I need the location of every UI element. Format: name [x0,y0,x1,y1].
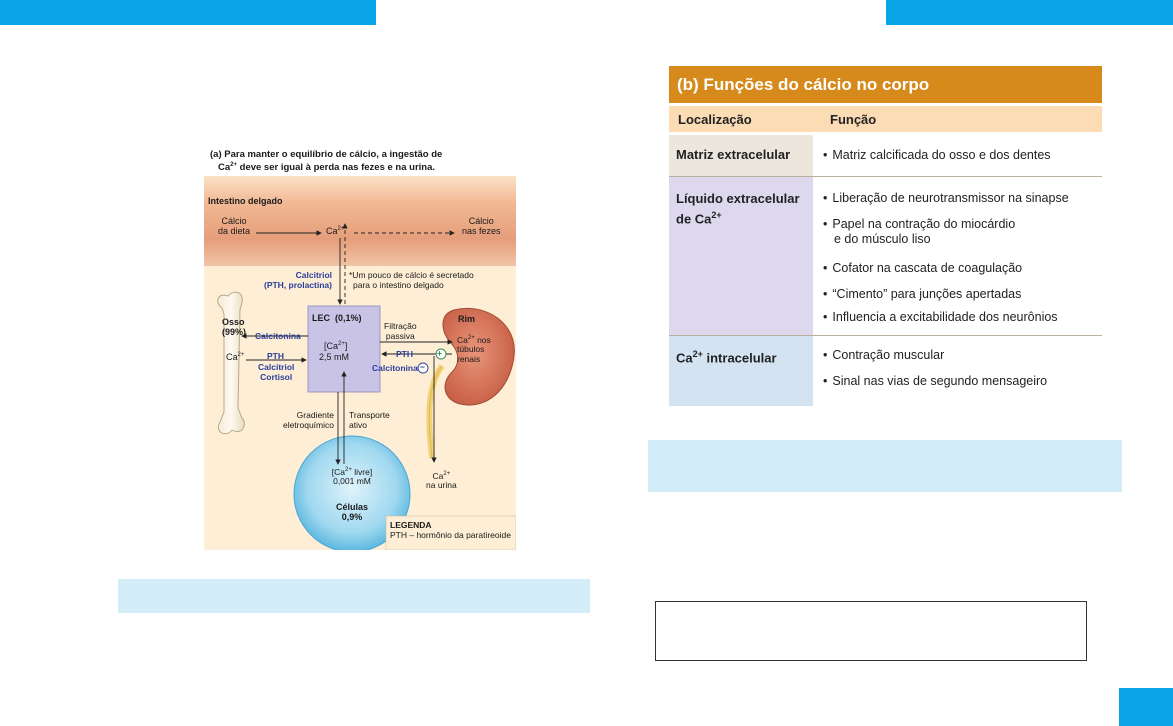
calcium-functions-table: (b) Funções do cálcio no corpo Localizaç… [669,66,1102,406]
kidney-label: Rim [458,314,475,324]
pth-kidney-label: PTH [396,350,413,360]
urine-ca-label: Ca2+na urina [426,470,457,491]
bone-shape [218,292,245,434]
lec-mm: 2,5 mM [319,352,349,362]
calcitriol-intestine-label: Calcitriol(PTH, prolactina) [256,271,332,290]
lec-concentration: [Ca2+] [324,339,347,351]
calcitonin-kidney-label: Calcitonina [372,364,418,374]
top-left-accent-bar [0,0,376,25]
calcium-balance-diagram: (a) Para manter o equilíbrio de cálcio, … [204,146,516,550]
table-title: (b) Funções do cálcio no corpo [677,75,929,95]
top-right-accent-bar [886,0,1173,25]
bone-label: Osso(99%) [222,317,246,337]
bone-ca-label: Ca2+ [226,350,244,362]
empty-text-box [655,601,1087,661]
table-row: Ca2+ intracelular •Contração muscular •S… [669,336,1102,406]
minus-icon: − [420,363,425,373]
page-number-box [1119,688,1173,726]
table-title-bar: (b) Funções do cálcio no corpo [669,66,1102,103]
plus-icon: + [437,349,442,359]
lec-label: LEC (0,1%) [312,313,362,323]
table-column-header: Localização Função [669,106,1102,132]
left-caption-box [118,579,590,613]
intestinal-ca-label: Ca2+ [326,224,344,236]
cell-concentration: [Ca2+ livre]0,001 mM [320,466,384,487]
column-function: Função [830,112,876,127]
intestine-label: Intestino delgado [208,196,283,206]
calcitonin-bone-label: Calcitonina [255,332,301,342]
pth-bone-label: PTH [267,352,284,362]
column-location: Localização [678,112,752,127]
right-caption-box [648,440,1122,492]
table-row: Matriz extracelular •Matriz calcificada … [669,135,1102,176]
